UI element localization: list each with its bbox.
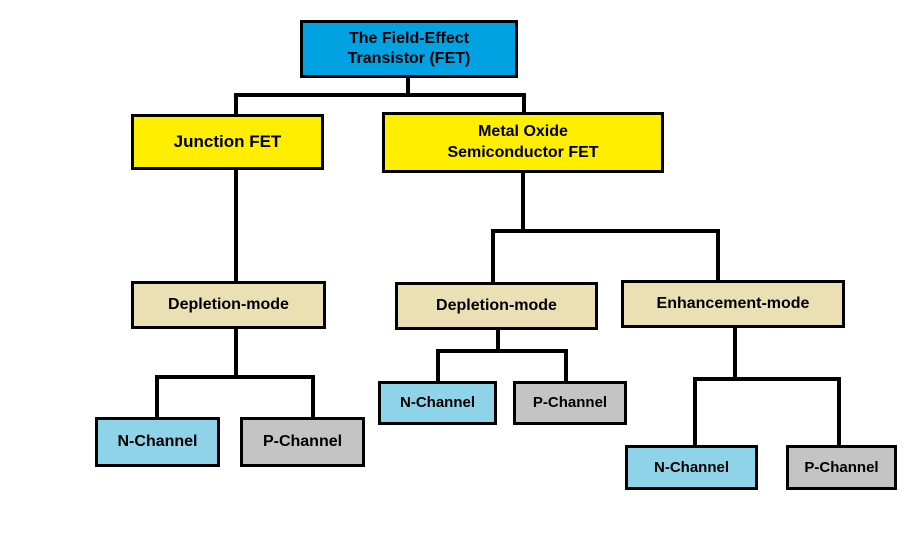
node-mosfet-enhancement-p-channel[interactable]: P-Channel xyxy=(786,445,897,490)
connector-jfet-depletion-split-bar xyxy=(155,375,315,379)
connector-mosfet-split-bar xyxy=(491,229,720,233)
connector-jfet-to-depletion xyxy=(234,170,238,282)
node-mosfet-depletion-mode-label: Depletion-mode xyxy=(436,296,557,314)
connector-jfet-depletion-to-nchannel xyxy=(155,375,159,419)
node-mosfet-enhancement-p-channel-label: P-Channel xyxy=(804,458,879,476)
node-junction-fet[interactable]: Junction FET xyxy=(131,114,324,170)
node-jfet-depletion-mode[interactable]: Depletion-mode xyxy=(131,281,326,329)
connector-root-split-bar xyxy=(234,93,526,97)
connector-mos-enhancement-stem xyxy=(733,327,737,381)
node-jfet-depletion-p-channel[interactable]: P-Channel xyxy=(240,417,365,467)
node-jfet-depletion-n-channel[interactable]: N-Channel xyxy=(95,417,220,467)
connector-mosfet-to-depletion xyxy=(491,229,495,283)
node-mosfet-enhancement-n-channel[interactable]: N-Channel xyxy=(625,445,758,490)
node-mosfet-depletion-p-channel-label: P-Channel xyxy=(532,394,608,412)
connector-root-to-mosfet xyxy=(522,93,526,114)
node-root-fet-line1: The Field-Effect xyxy=(348,29,469,47)
connector-root-stem xyxy=(406,77,410,95)
node-mosfet-line1: Metal Oxide xyxy=(478,123,568,141)
connector-mos-depletion-split-bar xyxy=(436,349,568,353)
connector-mos-depletion-to-pchannel xyxy=(564,349,568,383)
node-junction-fet-label: Junction FET xyxy=(173,132,282,152)
connector-mosfet-to-enhancement xyxy=(716,229,720,281)
node-mosfet-line2: Semiconductor FET xyxy=(447,143,599,161)
node-mosfet-depletion-p-channel[interactable]: P-Channel xyxy=(513,381,627,425)
connector-mos-enhancement-to-nchannel xyxy=(693,377,697,447)
node-mosfet[interactable]: Metal Oxide Semiconductor FET xyxy=(382,112,664,173)
connector-jfet-depletion-stem xyxy=(234,328,238,379)
node-jfet-depletion-mode-label: Depletion-mode xyxy=(168,295,289,313)
connector-root-to-jfet xyxy=(234,93,238,115)
node-mosfet-depletion-n-channel[interactable]: N-Channel xyxy=(378,381,497,425)
node-root-fet-line2: Transistor (FET) xyxy=(347,50,471,67)
node-jfet-depletion-p-channel-label: P-Channel xyxy=(262,432,343,450)
node-jfet-depletion-n-channel-label: N-Channel xyxy=(117,432,198,450)
connector-mos-enhancement-to-pchannel xyxy=(837,377,841,447)
connector-mosfet-stem xyxy=(521,172,525,232)
node-mosfet-depletion-mode[interactable]: Depletion-mode xyxy=(395,282,598,330)
node-mosfet-enhancement-mode-label: Enhancement-mode xyxy=(656,294,810,312)
node-mosfet-enhancement-mode[interactable]: Enhancement-mode xyxy=(621,280,845,328)
connector-mos-depletion-to-nchannel xyxy=(436,349,440,383)
connector-mos-enhancement-split-bar xyxy=(693,377,841,381)
node-root-fet[interactable]: The Field-Effect Transistor (FET) xyxy=(300,20,518,78)
node-mosfet-enhancement-n-channel-label: N-Channel xyxy=(654,458,729,476)
connector-mos-depletion-stem xyxy=(496,329,500,353)
node-mosfet-depletion-n-channel-label: N-Channel xyxy=(400,394,475,412)
connector-jfet-depletion-to-pchannel xyxy=(311,375,315,419)
